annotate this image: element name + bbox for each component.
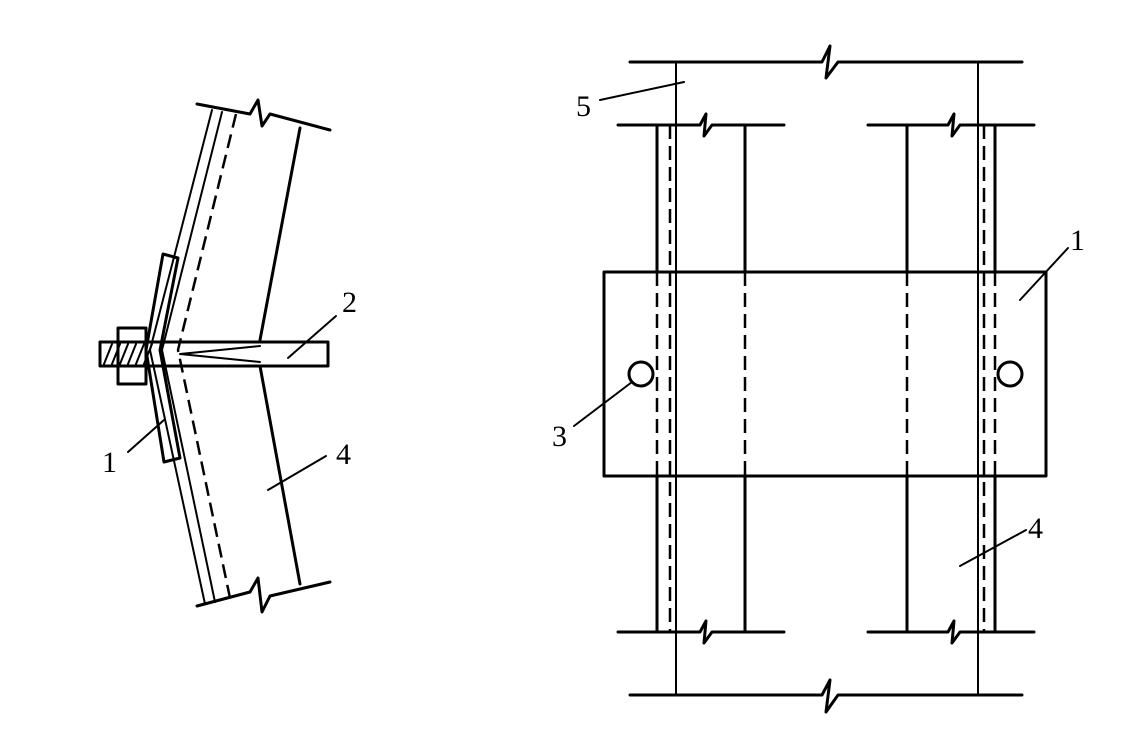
right-plate-hole-right bbox=[996, 360, 1024, 388]
left-label-plate: 1 bbox=[102, 446, 117, 479]
left-member-back-edge bbox=[258, 126, 302, 342]
right-plate-hole-left bbox=[627, 360, 655, 388]
left-bottom-break-line bbox=[195, 576, 332, 614]
left-bolt-shank bbox=[98, 340, 330, 368]
left-label-bolt: 2 bbox=[342, 286, 357, 319]
left-member-hidden-line bbox=[176, 113, 238, 599]
left-bolt-thread bbox=[103, 343, 153, 365]
left-nut bbox=[116, 326, 148, 386]
left-bolt-wedge bbox=[179, 345, 261, 363]
right-label-member: 4 bbox=[1028, 512, 1043, 545]
right-label-frame: 5 bbox=[576, 90, 591, 123]
left-leader-2 bbox=[287, 315, 337, 359]
right-leader-5 bbox=[599, 81, 685, 101]
left-leader-4 bbox=[267, 455, 327, 491]
right-label-plate: 1 bbox=[1070, 224, 1085, 257]
left-label-member: 4 bbox=[336, 438, 351, 471]
right-plate bbox=[602, 270, 1048, 478]
right-top-break-line bbox=[628, 44, 1024, 80]
left-member-back-edge-lower bbox=[258, 364, 302, 586]
left-member-bottom-break bbox=[616, 619, 786, 645]
left-top-break-line bbox=[195, 98, 332, 132]
right-leader-4 bbox=[959, 529, 1027, 567]
right-label-hole: 3 bbox=[552, 420, 567, 453]
right-member-bottom-break bbox=[866, 619, 1036, 645]
right-leader-3 bbox=[573, 381, 633, 427]
left-member-top-break bbox=[616, 112, 786, 138]
right-bottom-break-line bbox=[628, 678, 1024, 714]
left-member-front-edge-inner bbox=[161, 111, 223, 603]
right-member-top-break bbox=[866, 112, 1036, 138]
left-section-view: 1 2 4 bbox=[98, 98, 357, 614]
right-elevation-view: 5 1 3 4 bbox=[552, 44, 1085, 714]
left-leader-1 bbox=[127, 419, 165, 453]
right-leader-1 bbox=[1019, 247, 1069, 301]
